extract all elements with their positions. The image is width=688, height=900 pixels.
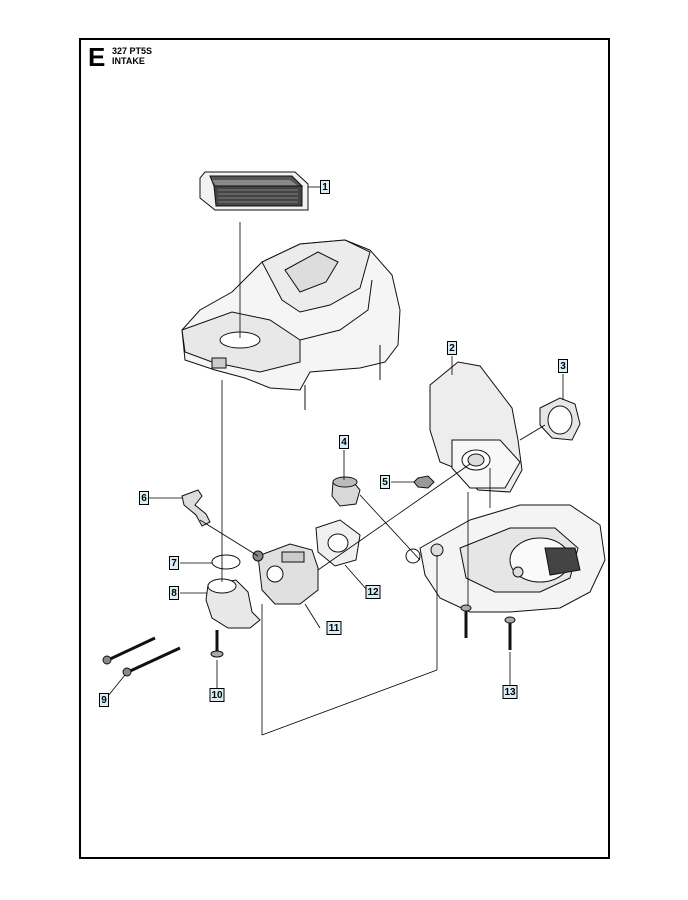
part-intake-adapter[interactable]: [205, 578, 261, 629]
callout-number: 7: [171, 558, 177, 569]
callout-8[interactable]: 8: [169, 586, 179, 600]
callout-number: 4: [341, 437, 347, 448]
callout-13[interactable]: 13: [502, 685, 518, 699]
callout-box: [209, 688, 225, 702]
callout-leaders: [107, 186, 564, 697]
callout-box: [365, 585, 381, 599]
model-name: 327 PT5S: [112, 46, 153, 56]
diagram-frame: [79, 38, 610, 859]
callout-box: [339, 435, 349, 449]
callout-box: [502, 685, 518, 699]
part-bracket[interactable]: [429, 361, 523, 493]
callout-number: 12: [367, 587, 379, 598]
callout-number: 9: [101, 695, 107, 706]
part-intake-boot[interactable]: [539, 397, 581, 441]
callout-box: [320, 180, 330, 194]
callout-number: 1: [322, 182, 328, 193]
callout-box: [447, 341, 457, 355]
part-carburetor[interactable]: [252, 543, 319, 605]
callout-1[interactable]: 1: [320, 180, 330, 194]
section-letter: E: [88, 42, 106, 72]
callout-5[interactable]: 5: [380, 475, 390, 489]
part-long-screws[interactable]: [102, 636, 181, 677]
section-name: INTAKE: [112, 56, 145, 66]
part-nut[interactable]: [413, 475, 435, 489]
part-valve[interactable]: [331, 476, 361, 507]
part-gasket-ring[interactable]: [211, 554, 241, 570]
part-gasket-plate[interactable]: [315, 519, 361, 567]
callout-3[interactable]: 3: [558, 359, 568, 373]
callout-number: 2: [449, 343, 455, 354]
callout-number: 3: [560, 361, 566, 372]
assembly-lines: [199, 380, 546, 736]
callout-number: 8: [171, 588, 177, 599]
callout-11[interactable]: 11: [326, 621, 342, 635]
callout-box: [169, 586, 179, 600]
part-air-filter[interactable]: [199, 171, 309, 211]
part-crankcase[interactable]: [405, 504, 606, 613]
callout-9[interactable]: 9: [99, 693, 109, 707]
callout-box: [380, 475, 390, 489]
callout-box: [326, 621, 342, 635]
callout-number: 6: [141, 493, 147, 504]
callout-number: 10: [211, 690, 223, 701]
callout-number: 13: [504, 687, 516, 698]
callout-10[interactable]: 10: [209, 688, 225, 702]
callout-number: 11: [329, 623, 340, 634]
part-fuel-hose[interactable]: [181, 489, 211, 527]
callout-box: [169, 556, 179, 570]
callout-12[interactable]: 12: [365, 585, 381, 599]
callout-7[interactable]: 7: [169, 556, 179, 570]
part-filter-cover[interactable]: [181, 239, 401, 410]
callout-box: [139, 491, 149, 505]
callout-box: [558, 359, 568, 373]
callout-number: 5: [382, 477, 388, 488]
part-screw[interactable]: [210, 630, 224, 658]
callout-4[interactable]: 4: [339, 435, 349, 449]
part-bolts[interactable]: [460, 604, 516, 650]
callout-2[interactable]: 2: [447, 341, 457, 355]
callout-6[interactable]: 6: [139, 491, 149, 505]
callout-box: [99, 693, 109, 707]
